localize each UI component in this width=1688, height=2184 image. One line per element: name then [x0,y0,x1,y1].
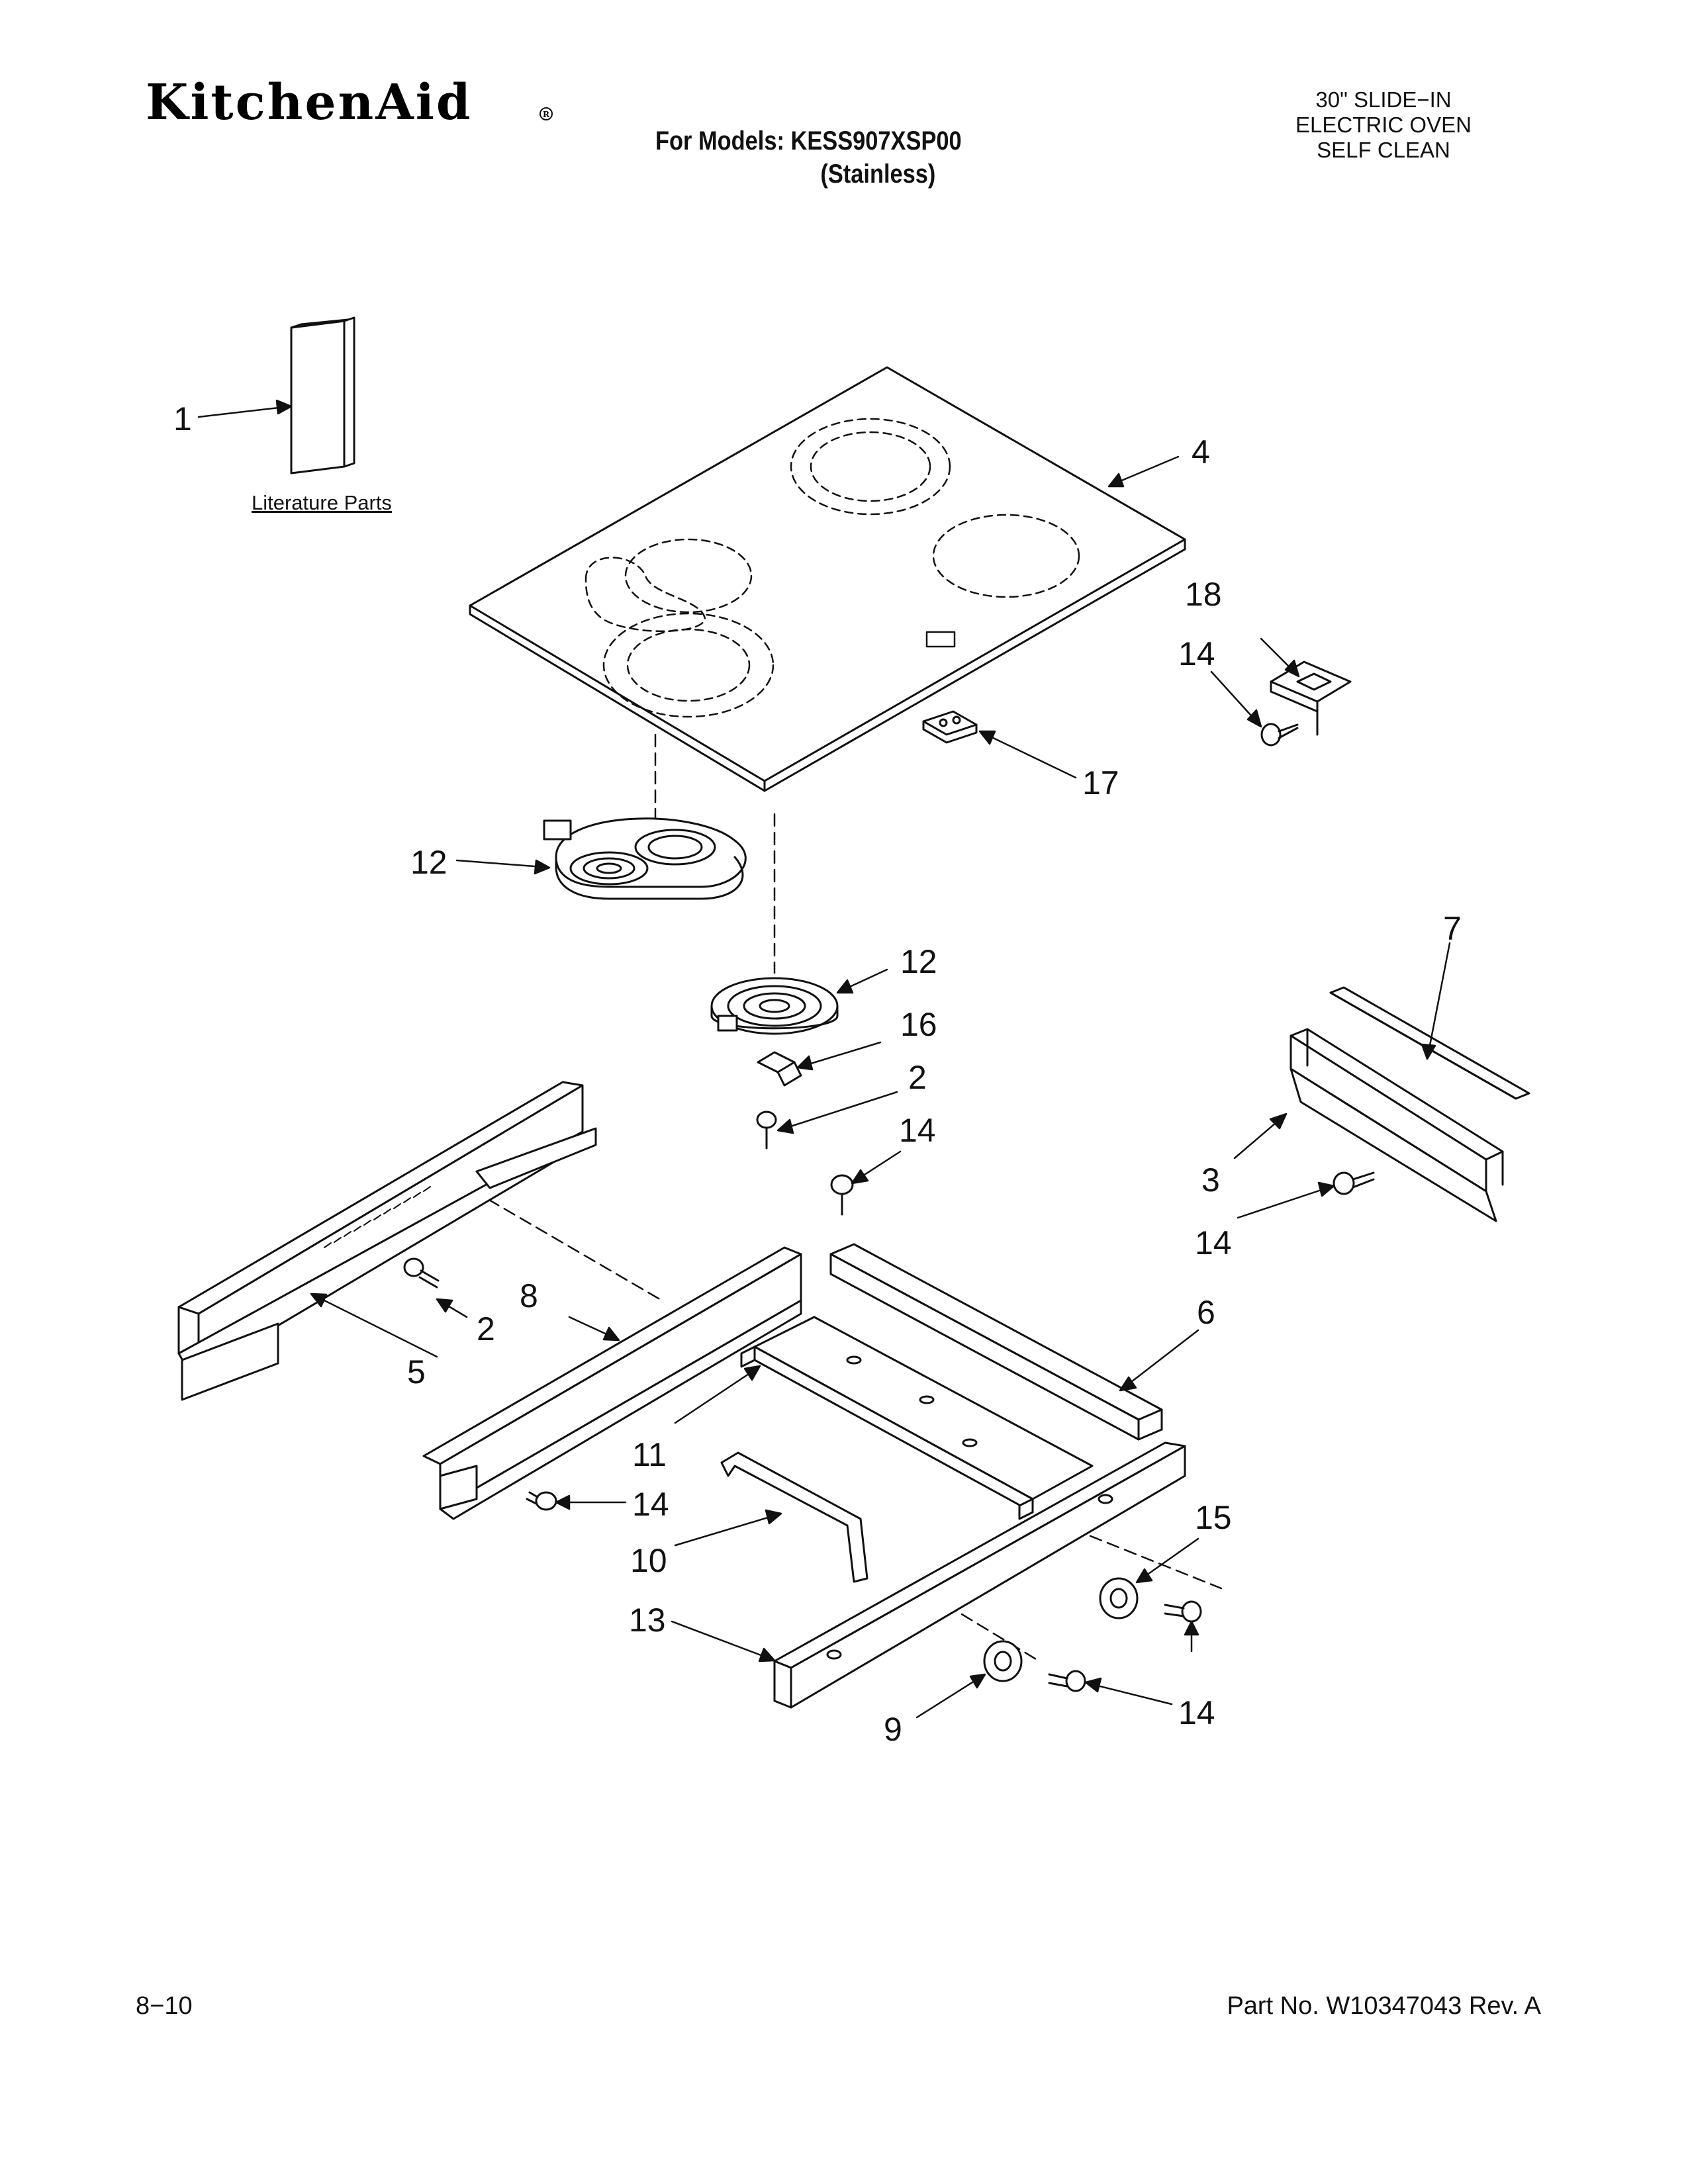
callout-2-b: 2 [477,1310,495,1347]
page-number: 8−10 [136,1992,193,2020]
screw-18 [1260,723,1299,747]
callout-14-b: 14 [899,1112,936,1149]
center-channel [740,1316,1094,1520]
leveler-9 [983,1640,1023,1682]
callout-12-a: 12 [410,844,447,881]
callout-15: 15 [1195,1499,1232,1536]
callout-3: 3 [1201,1161,1220,1199]
callout-14-d: 14 [632,1486,669,1523]
product-line-3: SELF CLEAN [1317,138,1450,162]
callout-5: 5 [407,1353,426,1390]
callout-7: 7 [1443,910,1462,947]
dual-radiant-element [543,817,747,900]
kitchenaid-logo: KitchenAid R [146,74,553,131]
callout-2-a: 2 [908,1059,927,1096]
callout-9: 9 [884,1711,902,1748]
terminal-block [922,710,978,744]
callout-1: 1 [173,400,192,437]
screw-14-front [526,1491,557,1511]
callout-4: 4 [1192,433,1210,471]
product-line-1: 30" SLIDE−IN [1315,87,1452,112]
callout-18: 18 [1185,576,1222,613]
callout-14-e: 14 [1178,1694,1215,1731]
callout-17: 17 [1082,764,1119,801]
svg-text:R: R [543,110,550,119]
callout-6: 6 [1197,1294,1215,1331]
literature-booklet [290,316,355,475]
callout-14-a: 14 [1178,635,1215,672]
glass-bracket [1270,660,1352,736]
model-info: For Models: KESS907XSP00 (Stainless) [655,124,962,191]
support-bracket [720,1451,868,1583]
product-line-2: ELECTRIC OVEN [1295,113,1472,137]
callout-labels: 1 4 18 14 17 12 12 7 16 2 14 3 14 6 8 2 … [173,400,1462,1748]
callout-14-c: 14 [1195,1224,1232,1261]
callout-16: 16 [900,1006,937,1043]
screw-14-leveler-left [1048,1670,1086,1692]
screw-14-leveler-right [1164,1600,1202,1623]
front-side-rail [773,1441,1186,1709]
leader-arrows [197,399,1451,1719]
literature-parts-label: Literature Parts [252,491,392,514]
screw-14-rear [1333,1171,1375,1195]
screw-14-center [830,1174,854,1216]
callout-8: 8 [520,1277,538,1314]
screw-2-left [403,1257,440,1289]
single-radiant-element [710,977,839,1035]
model-finish: (Stainless) [820,159,936,189]
leveler-15 [1099,1577,1139,1619]
callout-12-b: 12 [900,943,937,980]
callout-10: 10 [630,1542,667,1579]
part-number: Part No. W10347043 Rev. A [1227,1992,1541,2020]
cooktop-glass [469,366,1186,792]
brand-wordmark: KitchenAid [146,74,473,131]
rear-bracket [1289,1028,1504,1222]
element-clip [757,1051,802,1087]
model-number: For Models: KESS907XSP00 [655,126,962,156]
callout-11: 11 [632,1436,667,1473]
left-side-rail [177,1081,597,1401]
back-rail [829,1243,1163,1441]
product-description: 30" SLIDE−IN ELECTRIC OVEN SELF CLEAN [1244,87,1523,163]
callout-13: 13 [629,1602,666,1639]
front-rail [422,1246,802,1520]
screw-2-upper [756,1111,777,1150]
